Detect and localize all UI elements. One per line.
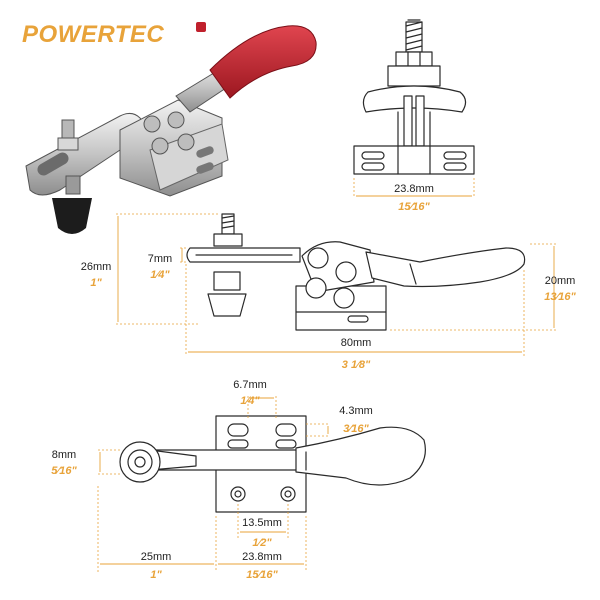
- rubber-tip: [52, 198, 92, 234]
- side-bar-mm: 7mm: [148, 253, 172, 265]
- top-hole-spacing-in: 1⁄2": [252, 537, 272, 549]
- top-arm-mm: 8mm: [52, 449, 76, 461]
- top-base-width-mm: 23.8mm: [242, 551, 282, 563]
- top-hole-in: 3⁄16": [343, 423, 369, 435]
- red-grip: [209, 25, 317, 99]
- side-view: 26mm 1" 7mm 1⁄4" 20mm 13⁄16" 80mm 3 1⁄8": [81, 213, 577, 371]
- top-arm-in: 5⁄16": [51, 465, 77, 477]
- logo-accent-mark: [196, 22, 206, 32]
- top-reach-in: 1": [150, 569, 162, 581]
- clamp-photo: [25, 25, 317, 234]
- top-base-width-in: 15⁄16": [246, 569, 278, 581]
- brand-name: POWERTEC: [22, 21, 164, 48]
- brand-logo: POWERTEC: [22, 21, 206, 48]
- side-base-height-in: 13⁄16": [544, 291, 576, 303]
- end-view: 23.8mm 15⁄16": [353, 19, 475, 213]
- top-slot-in: 1⁄4": [240, 395, 260, 407]
- top-reach-mm: 25mm: [141, 551, 172, 563]
- side-length-in: 3 1⁄8": [342, 359, 371, 371]
- side-height-mm: 26mm: [81, 261, 112, 273]
- side-length-mm: 80mm: [341, 337, 372, 349]
- top-view: 6.7mm 1⁄4" 4.3mm 3⁄16" 8mm 5⁄16" 13.5mm …: [51, 379, 426, 581]
- end-width-mm: 23.8mm: [394, 183, 434, 195]
- top-hole-mm: 4.3mm: [339, 405, 373, 417]
- end-width-in: 15⁄16": [398, 201, 430, 213]
- top-slot-mm: 6.7mm: [233, 379, 267, 391]
- side-height-in: 1": [90, 277, 102, 289]
- side-bar-in: 1⁄4": [150, 269, 170, 281]
- side-base-height-mm: 20mm: [545, 275, 576, 287]
- top-hole-spacing-mm: 13.5mm: [242, 517, 282, 529]
